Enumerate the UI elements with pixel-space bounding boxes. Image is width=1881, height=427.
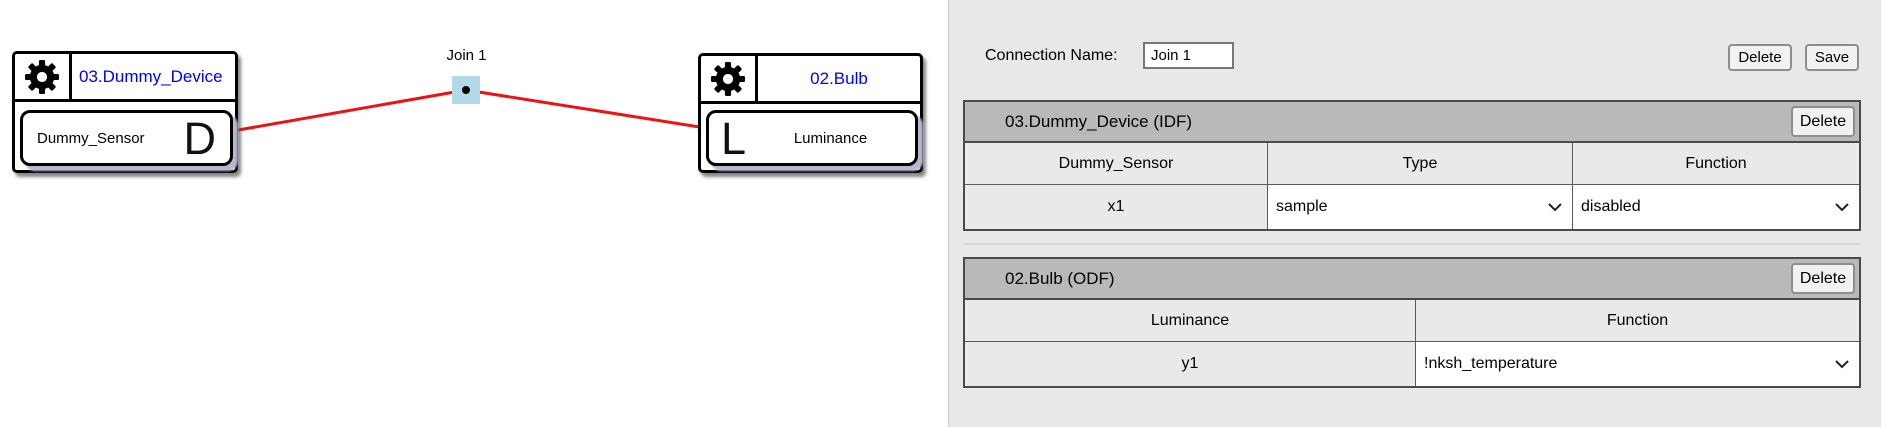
chevron-down-icon (1548, 202, 1562, 211)
link-join-to-bulb[interactable] (464, 88, 714, 131)
port-label: Dummy_Sensor (37, 129, 145, 147)
actuator-name-cell: y1 (965, 342, 1416, 386)
connection-links (225, 88, 714, 134)
delete-device-button[interactable]: Delete (1791, 106, 1855, 137)
port-type-letter: L (721, 112, 747, 164)
gear-icon (711, 61, 745, 96)
node-settings-button[interactable] (15, 54, 72, 99)
connection-properties-panel: Connection Name: Delete Save 03.Dummy_De… (948, 0, 1881, 427)
port-dummy-sensor[interactable]: Dummy_Sensor D (20, 110, 233, 166)
type-select-value: sample (1276, 198, 1328, 215)
node-bulb[interactable]: 02.Bulb L Luminance (698, 53, 923, 173)
type-cell: sample (1268, 185, 1573, 229)
table-data-row: y1 !nksh_temperature (965, 342, 1859, 386)
node-title: 02.Bulb (810, 68, 868, 88)
table-header-row: Luminance Function (965, 300, 1859, 342)
table-title: 02.Bulb (ODF) (1005, 268, 1115, 288)
bulb-odf-table: 02.Bulb (ODF) Delete Luminance Function … (963, 257, 1861, 388)
function-cell: disabled (1573, 185, 1859, 229)
join-label: Join 1 (446, 47, 487, 64)
connection-name-label: Connection Name: (985, 47, 1118, 64)
function-cell: !nksh_temperature (1416, 342, 1859, 386)
table-titlebar: 03.Dummy_Device (IDF) Delete (965, 102, 1859, 143)
node-settings-button[interactable] (701, 56, 758, 101)
connection-name-input[interactable] (1143, 42, 1234, 69)
column-header: Type (1268, 143, 1573, 184)
function-select-value: !nksh_temperature (1424, 355, 1558, 372)
column-header: Luminance (965, 300, 1416, 341)
function-select[interactable]: disabled (1573, 185, 1859, 229)
port-type-letter: D (183, 112, 217, 164)
function-select-value: disabled (1581, 198, 1641, 215)
port-label: Luminance (793, 129, 868, 147)
delete-connection-button[interactable]: Delete (1728, 44, 1792, 71)
table-title: 03.Dummy_Device (IDF) (1005, 111, 1193, 131)
table-header-row: Dummy_Sensor Type Function (965, 143, 1859, 185)
table-data-row: x1 sample disabled (965, 185, 1859, 229)
save-connection-button[interactable]: Save (1805, 44, 1859, 71)
table-titlebar: 02.Bulb (ODF) Delete (965, 259, 1859, 300)
column-header: Dummy_Sensor (965, 143, 1268, 184)
function-select[interactable]: !nksh_temperature (1416, 342, 1859, 386)
node-title: 03.Dummy_Device (79, 66, 223, 86)
link-device-to-join[interactable] (225, 88, 468, 134)
delete-bulb-button[interactable]: Delete (1791, 263, 1855, 294)
column-header: Function (1573, 143, 1859, 184)
column-header: Function (1416, 300, 1859, 341)
node-dummy-device-header: 03.Dummy_Device (15, 54, 235, 102)
join-node[interactable] (452, 76, 480, 104)
node-bulb-header: 02.Bulb (701, 56, 920, 104)
diagram-canvas[interactable]: 03.Dummy_Device Dummy_Sensor D Join 1 (0, 0, 948, 427)
device-idf-table: 03.Dummy_Device (IDF) Delete Dummy_Senso… (963, 100, 1861, 231)
port-luminance[interactable]: L Luminance (706, 110, 918, 166)
sensor-name-cell: x1 (965, 185, 1268, 229)
node-dummy-device[interactable]: 03.Dummy_Device Dummy_Sensor D (12, 51, 238, 173)
chevron-down-icon (1835, 359, 1849, 368)
chevron-down-icon (1835, 202, 1849, 211)
type-select[interactable]: sample (1268, 185, 1572, 229)
section-divider (963, 243, 1861, 245)
gear-icon (25, 59, 59, 94)
join-dot-icon (462, 86, 470, 94)
